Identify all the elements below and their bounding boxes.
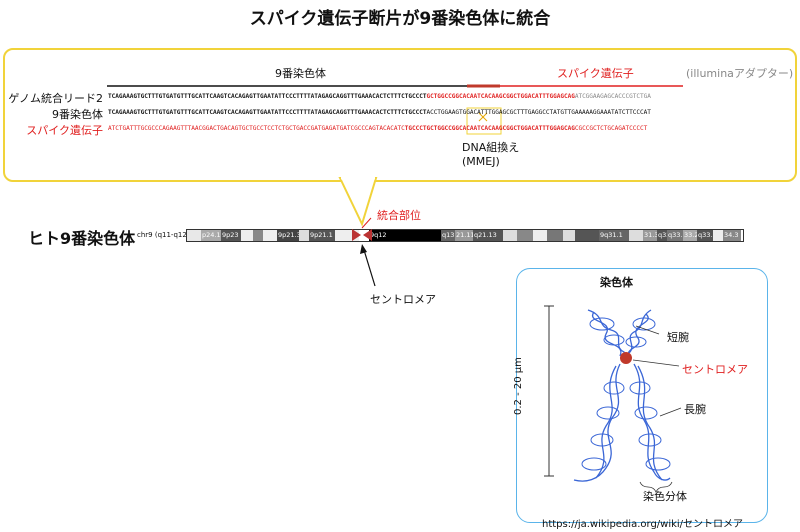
band-31-3: 31.3	[643, 230, 657, 241]
chromatid-coils	[581, 317, 671, 471]
chromatid-label: 染色分体	[643, 490, 687, 503]
chr9-seq-a: TCAGAAAGTGCTTTGTGATGTTTGCATTCAAGTCACAGAG…	[108, 109, 427, 116]
centromere-arrow-line	[363, 249, 376, 287]
spike-top-label: スパイク遺伝子	[557, 67, 634, 80]
band-q32: q32	[657, 230, 667, 241]
adapter-label: (illuminaアダプター)	[686, 67, 794, 80]
centromere-leader	[632, 359, 680, 367]
chr9-seq-b: ACCTGGAAGTGGACATTTGGAGCGCTTTGAGGCCTATGTT…	[426, 109, 651, 116]
chromosome-drawing	[544, 305, 682, 494]
band-21-11: 21.11	[455, 230, 473, 241]
centromere-marker	[352, 229, 372, 241]
band-q33-3: q33.3	[697, 230, 713, 241]
band-p24-1: p24.1	[201, 230, 221, 241]
short-arm-leader	[635, 325, 660, 335]
callout-pointer	[338, 177, 378, 227]
spike-seq-post: CGCCGCTCTGCAGATCCCCT	[574, 125, 648, 132]
mmej-label: (MMEJ)	[462, 155, 500, 168]
row-seq-spike: ATCTGATTTGCGCCCAGAAGTTTAACGGACTGACAGTGCT…	[108, 125, 647, 132]
row-label-spike: スパイク遺伝子	[26, 124, 103, 137]
long-arm-label: 長腕	[684, 403, 706, 416]
band-9q31-1: 9q31.1	[599, 230, 629, 241]
row-label-read2: ゲノム統合リード2	[8, 92, 103, 105]
chromosome-title: ヒト9番染色体	[28, 229, 136, 248]
integration-pointer	[361, 217, 372, 229]
source-url: https://ja.wikipedia.org/wiki/セントロメア	[542, 519, 744, 530]
band-9p21-1: 9p21.1	[309, 230, 335, 241]
chr9-top-label: 9番染色体	[275, 67, 326, 80]
long-arm-leader	[659, 407, 682, 417]
mmej-box	[466, 107, 502, 135]
integration-site-label: 統合部位	[377, 209, 421, 222]
read2-seq-adapter: ATCGGAAGAGCACCCGTCTGA	[574, 93, 651, 100]
band-9p23: 9p23	[221, 230, 241, 241]
short-arm-label: 短腕	[667, 331, 689, 344]
centromere-dot	[620, 352, 632, 364]
page-title: スパイク遺伝子断片が9番染色体に統合	[249, 9, 551, 29]
sequence-callout	[3, 48, 797, 182]
band-q21-13: q21.13	[473, 230, 503, 241]
panel-title: 染色体	[600, 276, 633, 289]
chromatid-brace	[639, 481, 673, 494]
chr-range-label: chr9 (q11-q12)	[137, 231, 190, 239]
spike-seq-match: TGCCCTGCTGGCCGGCACAATCACAAGCGGCTGGACATTT…	[404, 125, 575, 132]
read2-seq-spike: GCTGGCCGGCACAATCACAAGCGGCTGGACATTTGGAGCA…	[426, 93, 575, 100]
cross-mark-b	[478, 112, 488, 122]
band-34-3: 34.3	[723, 230, 741, 241]
dna-recombination-label: DNA組換え	[462, 141, 520, 154]
read2-seq-chr9: TCAGAAAGTGCTTTGTGATGTTTGCATTCAAGTCACAGAG…	[108, 93, 427, 100]
band-q33-1: q33.1	[667, 230, 683, 241]
chromosome-ideogram: p24.1 9p23 9p21.3 9p21.1 9q12 q13 21.11 …	[186, 229, 744, 242]
row-seq-chr9: TCAGAAAGTGCTTTGTGATGTTTGCATTCAAGTCACAGAG…	[108, 109, 651, 116]
spike-seq-pre: ATCTGATTTGCGCCCAGAAGTTTAACGGACTGACAGTGCT…	[108, 125, 405, 132]
row-label-chr9: 9番染色体	[52, 108, 103, 121]
band-q13: q13	[441, 230, 455, 241]
band-33-2: 33.2	[683, 230, 697, 241]
centromere-arrowhead	[360, 244, 367, 254]
scale-label: 0.2 - 20 μm	[513, 357, 524, 415]
band-9p21-3: 9p21.3	[277, 230, 299, 241]
centromere-label: セントロメア	[370, 293, 436, 306]
chromosome-panel	[516, 268, 768, 523]
panel-centromere-label: セントロメア	[682, 363, 748, 376]
chromatids	[573, 309, 671, 482]
row-seq-read2: TCAGAAAGTGCTTTGTGATGTTTGCATTCAAGTCACAGAG…	[108, 93, 651, 100]
band-9q12: 9q12	[369, 230, 429, 241]
